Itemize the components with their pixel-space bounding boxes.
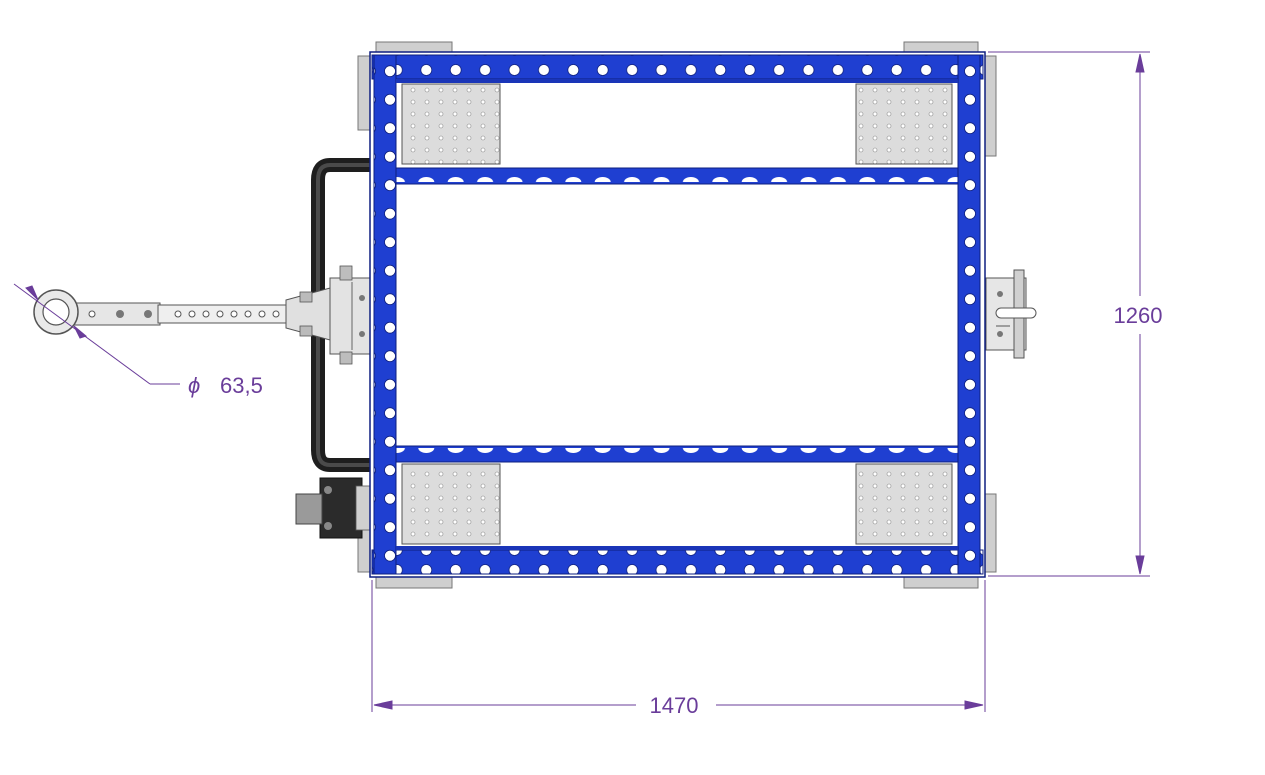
diameter-symbol: ϕ [188, 373, 200, 398]
hinge-block [329, 265, 373, 365]
cross-rail-lower [395, 445, 959, 463]
width-dimension [371, 580, 986, 712]
frame-right-rail [957, 54, 981, 575]
rear-coupler [985, 269, 1037, 359]
plate-bottom-right [855, 463, 953, 545]
plate-bottom-left [401, 463, 501, 545]
cross-rail-upper [395, 167, 959, 185]
frame-bottom-rail [371, 549, 984, 575]
plate-top-left [401, 83, 501, 165]
frame-top-rail [371, 54, 984, 80]
width-label: 1470 [650, 693, 699, 718]
frame-left-rail [373, 54, 397, 575]
plate-top-right [855, 83, 953, 165]
height-dimension [988, 51, 1150, 577]
brake-unit [295, 477, 373, 539]
height-label: 1260 [1114, 303, 1163, 328]
caster-plates [401, 83, 953, 545]
diameter-label: 63,5 [220, 373, 263, 398]
eye-diameter-leader [13, 283, 180, 385]
